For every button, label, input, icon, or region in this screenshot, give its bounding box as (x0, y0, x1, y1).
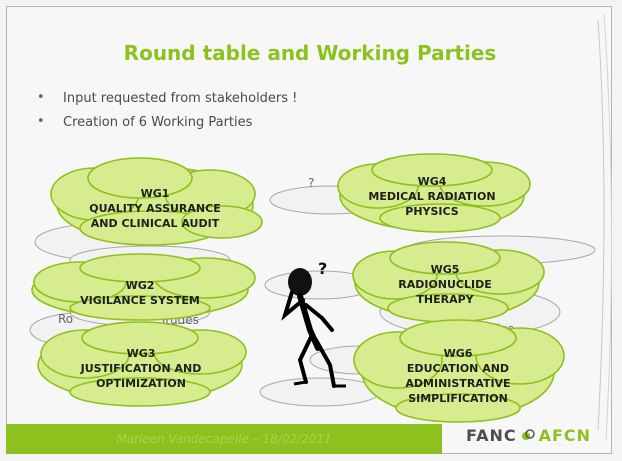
cloud-wg3-line: WG3 (126, 347, 156, 360)
logo-mark-icon (521, 429, 535, 440)
cloud-wg5-shape (352, 241, 545, 323)
footer-bar: Marleen Vandecapelle – 18/02/2011 (6, 424, 442, 454)
footer-text: Marleen Vandecapelle – 18/02/2011 (116, 432, 332, 446)
cloud-wg2-line: WG2 (125, 279, 155, 292)
cloud-wg4-line: WG4 (417, 175, 447, 188)
logo-left-text: FANC (466, 426, 517, 445)
bullet-item: Input requested from stakeholders ! (37, 90, 297, 106)
cloud-wg3-shape (37, 321, 247, 407)
cloud-wg5-line: THERAPY (416, 293, 474, 306)
cloud-wg2-shape (31, 253, 256, 321)
cloud-wg3-line: JUSTIFICATION AND (80, 362, 202, 375)
cloud-wg1-line: AND CLINICAL AUDIT (90, 217, 220, 230)
cloud-wg4: WG4 MEDICAL RADIATION PHYSICS (362, 174, 502, 219)
cloud-wg4-line: MEDICAL RADIATION (368, 190, 496, 203)
cloud-wg6-line: ADMINISTRATIVE (405, 377, 511, 390)
cloud-wg1-line: WG1 (140, 187, 170, 200)
slide-title: Round table and Working Parties (123, 41, 497, 65)
cloud-wg6-line: WG6 (443, 347, 473, 360)
cloud-wg1: WG1 QUALITY ASSURANCE AND CLINICAL AUDIT (80, 186, 230, 231)
svg-text:?: ? (318, 259, 327, 278)
cloud-wg5: WG5 RADIONUCLIDE THERAPY (380, 262, 510, 307)
fanc-afcn-logo: FANC AFCN (466, 426, 591, 445)
cloud-wg2-line: VIGILANCE SYSTEM (80, 294, 200, 307)
bullet-item: Creation of 6 Working Parties (37, 114, 297, 130)
cloud-wg4-line: PHYSICS (405, 205, 459, 218)
cloud-wg3: WG3 JUSTIFICATION AND OPTIMIZATION (66, 346, 216, 391)
thinking-figure-icon: ? (281, 259, 346, 388)
cloud-wg2: WG2 VIGILANCE SYSTEM (60, 278, 220, 308)
cloud-wg1-line: QUALITY ASSURANCE (89, 202, 221, 215)
logo-right-text: AFCN (538, 426, 592, 445)
cloud-wg6-line: SIMPLIFICATION (408, 392, 508, 405)
cloud-wg3-line: OPTIMIZATION (96, 377, 186, 390)
bullet-list: Input requested from stakeholders ! Crea… (37, 90, 297, 139)
cloud-wg5-line: WG5 (430, 263, 460, 276)
cloud-wg6-shape (353, 319, 565, 423)
cloud-wg5-line: RADIONUCLIDE (398, 278, 492, 291)
cloud-wg6-line: EDUCATION AND (406, 362, 510, 375)
background-fragment: Ro (58, 312, 74, 326)
cloud-wg6: WG6 EDUCATION AND ADMINISTRATIVE SIMPLIF… (388, 346, 528, 406)
cloud-wg1-shape (50, 157, 263, 246)
cloud-wg4-shape (337, 153, 531, 233)
background-fragment: ? (308, 176, 315, 190)
